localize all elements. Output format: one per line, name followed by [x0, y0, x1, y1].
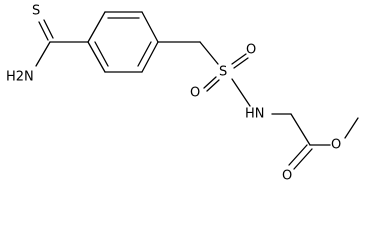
bond-sulfur-to-nitrogen [231, 78, 251, 107]
nh-label: HN [245, 107, 265, 122]
sulfonyl-oxygen-left-label: O [190, 86, 200, 101]
benzene-ring [87, 11, 159, 73]
carbonyl-double-bond [288, 144, 308, 166]
sulfonyl-double-bond-left [206, 79, 220, 92]
ester-oxygen-label: O [331, 138, 341, 153]
sulfonyl-group: S O O [157, 41, 256, 107]
carbonyl-double-bond [293, 148, 313, 170]
sulfonyl-double-bond-left [203, 76, 217, 89]
sulfonyl-double-bond-right [231, 53, 247, 65]
ring-bond [87, 11, 106, 43]
ring-bond [141, 11, 159, 43]
molecule-drawing: S H2N S O O HN O O [6, 4, 359, 184]
sulfonyl-oxygen-right-label: O [246, 43, 256, 58]
sulfonyl-sulfur-label: S [219, 65, 227, 80]
thione-sulfur-label: S [32, 4, 40, 19]
glycine-ester-group: HN O O [245, 107, 359, 184]
ring-double-bond [94, 41, 109, 67]
structure-diagram: S H2N S O O HN O O [6, 4, 359, 184]
thione-double-bond [43, 19, 54, 39]
bond-ester-oxygen-to-methyl [344, 117, 359, 139]
ring-bond [141, 41, 159, 73]
carbonyl-oxygen-label: O [282, 169, 292, 184]
bond-methylene-to-sulfur [199, 41, 219, 65]
ring-bond [87, 41, 106, 73]
bond-thiocarbon-to-nitrogen [35, 41, 51, 67]
thione-double-bond [38, 21, 49, 41]
ring-double-bond [137, 41, 152, 67]
amine-label: H2N [6, 70, 34, 85]
thioamide-group: S H2N [6, 4, 89, 85]
bond-methylene-to-carbonyl [290, 113, 311, 146]
sulfonyl-double-bond-right [233, 57, 249, 69]
